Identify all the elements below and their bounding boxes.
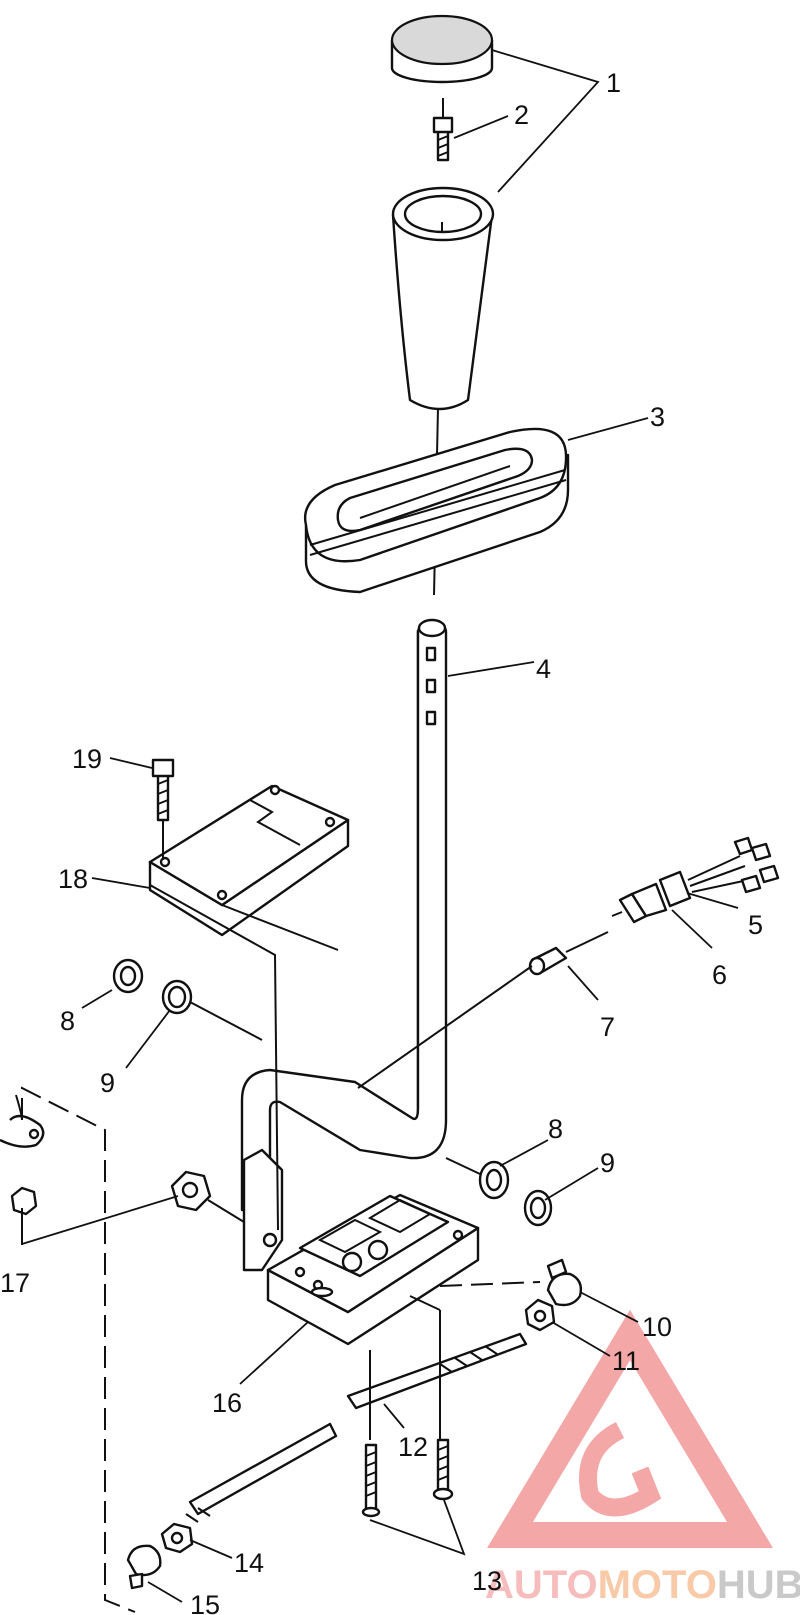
ball-joint-left: [126, 1544, 162, 1590]
callout-17: 17: [0, 1268, 30, 1298]
jam-nut-right: [524, 1298, 556, 1332]
callout-6: 6: [712, 960, 727, 990]
pivot-pin: [528, 946, 568, 976]
callout-14: 14: [234, 1548, 264, 1578]
callout-1: 1: [606, 68, 621, 98]
rod-screw-left: [361, 1443, 381, 1518]
watermark-logo: AUTOMOTOHUB: [485, 1309, 800, 1607]
jam-nut-left: [160, 1522, 194, 1554]
callout-11: 11: [612, 1346, 640, 1376]
ball-joint-right: [546, 1258, 583, 1307]
callout-10: 10: [642, 1312, 672, 1342]
svg-text:AUTOMOTOHUB: AUTOMOTOHUB: [485, 1563, 800, 1607]
callout-2: 2: [514, 100, 529, 130]
callout-18: 18: [58, 864, 88, 894]
callout-9-lower: 9: [600, 1148, 615, 1178]
watermark-text-auto: AUTO: [485, 1563, 598, 1607]
callout-3: 3: [650, 402, 665, 432]
callout-5: 5: [748, 910, 763, 940]
lever-housing: [266, 1193, 480, 1346]
callout-12: 12: [398, 1432, 428, 1462]
callout-7: 7: [600, 1012, 615, 1042]
rod-screw-right: [432, 1438, 454, 1501]
callout-8-upper: 8: [60, 1006, 75, 1036]
watermark-triangle-icon: [487, 1309, 773, 1548]
callout-8-lower: 8: [548, 1114, 563, 1144]
bushing-lower: [478, 1160, 510, 1200]
callout-19: 19: [72, 744, 102, 774]
callout-13: 13: [472, 1566, 502, 1596]
callout-16: 16: [212, 1388, 242, 1418]
shift-rod: [185, 1332, 528, 1523]
knob-body: [391, 186, 495, 411]
callout-4: 4: [536, 654, 551, 684]
shift-lever: [240, 618, 448, 1272]
neutral-switch: [611, 836, 780, 924]
washer-lower: [523, 1189, 553, 1227]
linkage-nut-right: [170, 1170, 212, 1212]
cover-bolt: [151, 758, 175, 822]
callout-15: 15: [190, 1590, 220, 1615]
bushing-upper: [112, 958, 144, 994]
cover-plate: [148, 784, 350, 937]
leader-lines: [21, 49, 739, 1603]
watermark-text-moto: MOTO: [598, 1563, 717, 1607]
linkage-nut-left: [10, 1186, 38, 1216]
shift-boot: [303, 427, 570, 594]
callout-labels: 1 2 3 4 5 6 7 8 9 8 9 10 11 12 13 14 15 …: [0, 68, 763, 1615]
washer-upper: [161, 979, 193, 1015]
watermark-text-hub: HUB: [717, 1563, 800, 1607]
knob-cap: [390, 14, 494, 84]
knob-screw: [432, 116, 454, 162]
callout-9-upper: 9: [100, 1068, 115, 1098]
